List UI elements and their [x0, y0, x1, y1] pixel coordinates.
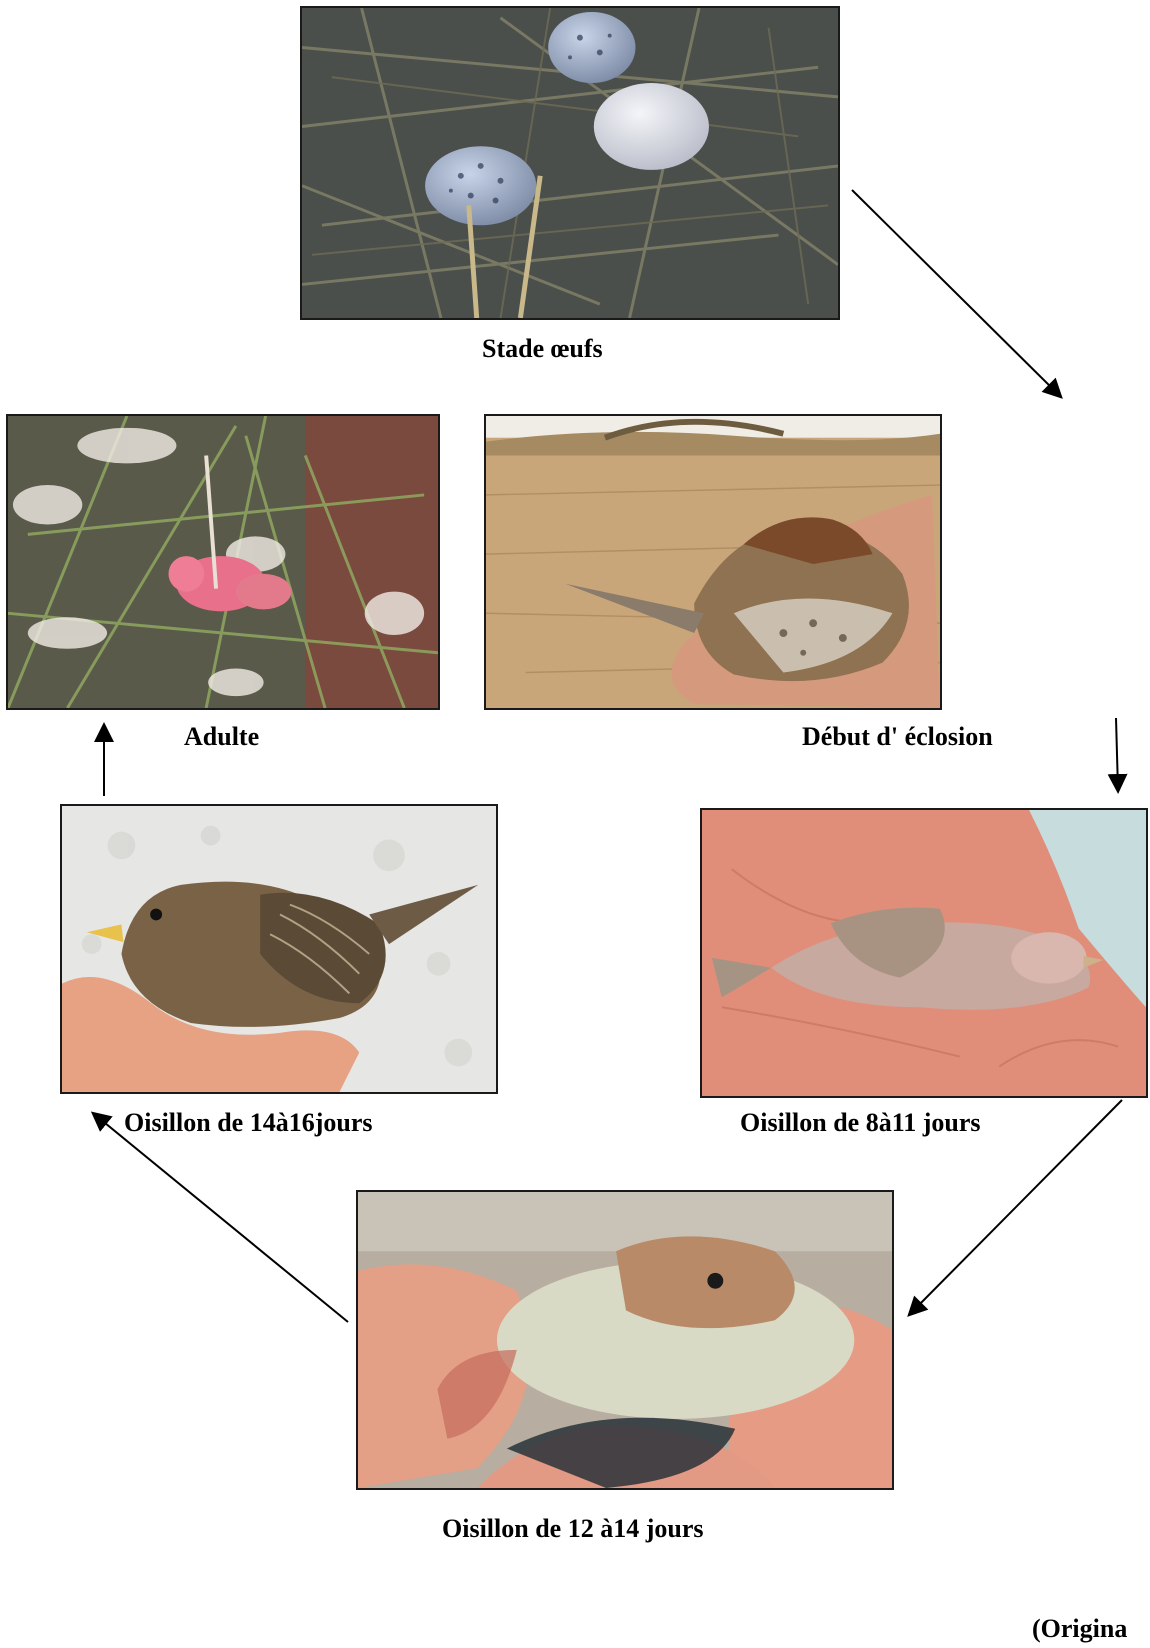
chick-in-palm-photo [700, 808, 1148, 1098]
pink-hatchling-in-grass-nest-photo [6, 414, 440, 710]
eggs-in-nest-photo [300, 6, 840, 320]
feathered-fledgling-held-photo [60, 804, 498, 1094]
stage-label-chick-12-14: Oisillon de 12 à14 jours [442, 1516, 703, 1542]
stage-label-eggs: Stade œufs [482, 336, 603, 362]
stage-label-chick-8-11: Oisillon de 8à11 jours [740, 1110, 981, 1136]
downy-chick-in-hands-photo [356, 1190, 894, 1490]
stage-label-chick-14-16: Oisillon de 14à16jours [124, 1110, 372, 1136]
sparrow-held-in-hand-desert-photo [484, 414, 942, 710]
source-credit: (Origina [1032, 1616, 1127, 1642]
stage-label-adult: Adulte [184, 724, 259, 750]
arrow-hatching-to-8-11 [1116, 718, 1118, 790]
arrow-eggs-to-hatching [852, 190, 1060, 396]
stage-label-hatching: Début d' éclosion [802, 724, 993, 750]
arrow-12-14-to-14-16 [94, 1114, 348, 1322]
